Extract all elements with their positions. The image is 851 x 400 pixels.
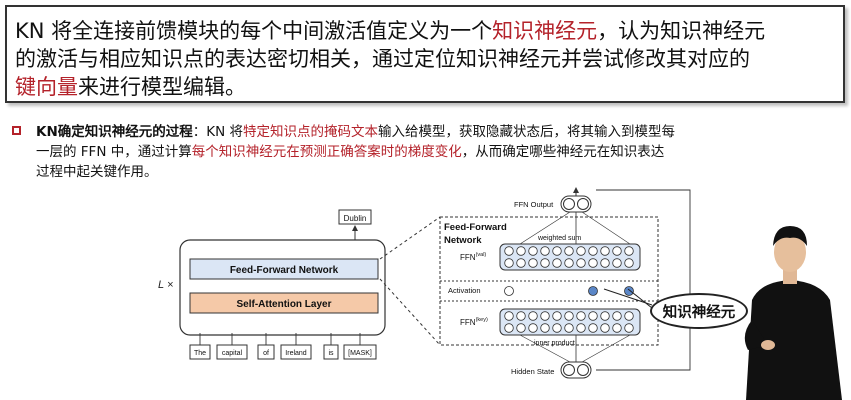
process-line-2: 一层的 FFN 中，通过计算每个知识神经元在预测正确答案时的梯度变化，从而确定哪… [36,144,665,160]
inner-product-label: inner product [534,340,575,347]
attention-block [189,292,379,314]
hidden-state-label: Hidden State [511,367,554,376]
ffn-detail: Feed-Forward Network FFN Output weighted… [439,187,691,379]
neuron [528,323,538,333]
neuron [600,246,610,256]
process-line-3: 过程中起关键作用。 [36,164,158,180]
input-token-row: The capital of Ireland is [MASK] [189,344,377,360]
neuron [588,311,598,321]
neuron [504,323,514,333]
activation-neuron [624,286,634,296]
neuron [600,311,610,321]
neuron [504,246,514,256]
layer-count-label: L × [158,279,173,291]
neuron [552,246,562,256]
ffn-block [189,258,379,280]
activation-label: Activation [448,286,481,295]
attention-block-label: Self-Attention Layer [236,299,331,310]
neuron [612,258,622,268]
ffn-detail-title-1: Feed-Forward [444,222,507,233]
neuron [624,311,634,321]
process-line-1: KN确定知识神经元的过程：KN 将特定知识点的掩码文本输入给模型，获取隐藏状态后… [36,124,676,140]
definition-line-1: KN 将全连接前馈模块的每个中间激活值定义为一个知识神经元，认为知识神经元 [15,19,766,43]
knowledge-neuron-callout: 知识神经元 [650,293,748,329]
ffn-output-label: FFN Output [514,200,554,209]
neuron [600,323,610,333]
ffn-block-label: Feed-Forward Network [230,265,339,276]
neuron [576,258,586,268]
neuron [576,246,586,256]
input-token: [MASK] [348,350,372,357]
weighted-sum-label: weighted sum [537,235,581,242]
neuron [576,323,586,333]
neuron [528,311,538,321]
definition-line-3: 键向量来进行模型编辑。 [15,75,246,99]
neuron [540,258,550,268]
neuron [540,323,550,333]
neuron [516,323,526,333]
neuron [564,311,574,321]
neuron [612,323,622,333]
neuron [624,246,634,256]
definition-box: KN 将全连接前馈模块的每个中间激活值定义为一个知识神经元，认为知识神经元 的激… [5,5,845,103]
neuron [564,258,574,268]
neuron [600,258,610,268]
presenter [744,226,842,400]
definition-line-2: 的激活与相应知识点的表达密切相关，通过定位知识神经元并尝试修改其对应的 [15,47,750,71]
neuron [624,258,634,268]
neuron [612,311,622,321]
input-token: Ireland [285,350,307,357]
neuron [552,323,562,333]
output-token: Dublin [344,214,367,223]
neuron [588,258,598,268]
neuron [516,258,526,268]
ffn-val-label: FFN(val) [460,252,486,262]
input-token: is [328,350,334,357]
neuron [576,311,586,321]
neuron [552,258,562,268]
output-token-box [338,209,372,225]
neuron [612,246,622,256]
activation-neuron [588,286,598,296]
input-token: of [263,350,269,357]
neuron [552,311,562,321]
ffn-key-label: FFN(key) [460,317,488,327]
ffn-detail-title-2: Network [444,235,482,246]
bullet-square-icon [12,126,21,135]
activation-neuron [504,286,514,296]
neuron [528,246,538,256]
neuron [540,311,550,321]
neuron [564,246,574,256]
input-token: The [194,350,206,357]
input-token: capital [222,350,243,357]
neuron [624,323,634,333]
neuron [540,246,550,256]
neuron [528,258,538,268]
neuron [564,323,574,333]
neuron [516,246,526,256]
neuron [588,323,598,333]
neuron [504,311,514,321]
neuron [588,246,598,256]
neuron [504,258,514,268]
transformer-block: L × Feed-Forward Network Self-Attention … [158,209,386,360]
neuron [516,311,526,321]
